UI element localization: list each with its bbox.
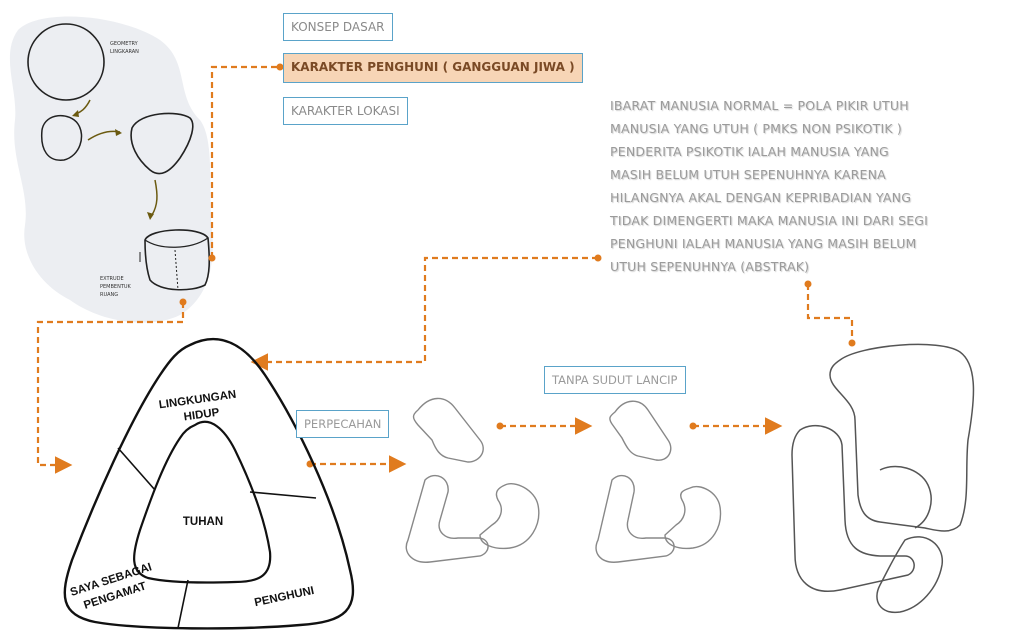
concept-description: IBARAT MANUSIA NORMAL = POLA PIKIR UTUH M…	[610, 94, 1010, 278]
tanpa-sudut-label: TANPA SUDUT LANCIP	[544, 366, 686, 394]
split-fragments	[405, 397, 540, 563]
circle-shape	[27, 23, 105, 101]
distorted-circle-shape	[40, 115, 83, 161]
label-lingkungan-hidup-2: HIDUP	[183, 407, 220, 424]
rounded-fragments	[595, 400, 722, 563]
svg-text:EXTRUDE: EXTRUDE	[100, 276, 124, 282]
connector-concept-to-triangle	[250, 256, 598, 371]
label-penghuni: PENGHUNI	[253, 585, 315, 609]
rounded-triangle-shape	[130, 112, 194, 175]
karakter-lokasi-box[interactable]: KARAKTER LOKASI	[283, 97, 408, 125]
connector-sketch-to-triangle	[36, 302, 185, 474]
connector-sketch-to-penghuni	[210, 65, 278, 258]
concept-line: TIDAK DIMENGERTI MAKA MANUSIA INI DARI S…	[610, 213, 929, 228]
concept-line: MANUSIA YANG UTUH ( PMKS NON PSIKOTIK )	[610, 121, 902, 136]
concept-line: PENGHUNI IALAH MANUSIA YANG MASIH BELUM	[610, 236, 917, 251]
concept-line: UTUH SEPENUHNYA (ABSTRAK)	[610, 259, 810, 274]
connector-concept-to-composite	[806, 284, 854, 340]
inner-triangle	[133, 420, 272, 584]
konsep-dasar-box[interactable]: KONSEP DASAR	[283, 13, 393, 41]
concept-line: MASIH BELUM UTUH SEPENUHNYA KARENA	[610, 167, 886, 182]
label-lingkungan-hidup: LINGKUNGAN	[158, 389, 237, 412]
composite-form	[791, 343, 975, 614]
prism-shape	[144, 229, 211, 291]
karakter-penghuni-box[interactable]: KARAKTER PENGHUNI ( GANGGUAN JIWA )	[283, 53, 583, 83]
label-tuhan: TUHAN	[183, 516, 223, 528]
concept-line: IBARAT MANUSIA NORMAL = POLA PIKIR UTUH	[610, 98, 909, 113]
svg-text:RUANG: RUANG	[100, 292, 118, 298]
perpecahan-label: PERPECAHAN	[296, 410, 390, 438]
concept-line: PENDERITA PSIKOTIK IALAH MANUSIA YANG	[610, 144, 889, 159]
svg-text:GEOMETRY: GEOMETRY	[110, 41, 139, 47]
svg-text:PEMBENTUK: PEMBENTUK	[100, 284, 132, 290]
svg-text:LINGKARAN: LINGKARAN	[110, 49, 139, 55]
concept-line: HILANGNYA AKAL DENGAN KEPRIBADIAN YANG	[610, 190, 912, 205]
outer-triangle	[63, 337, 355, 630]
